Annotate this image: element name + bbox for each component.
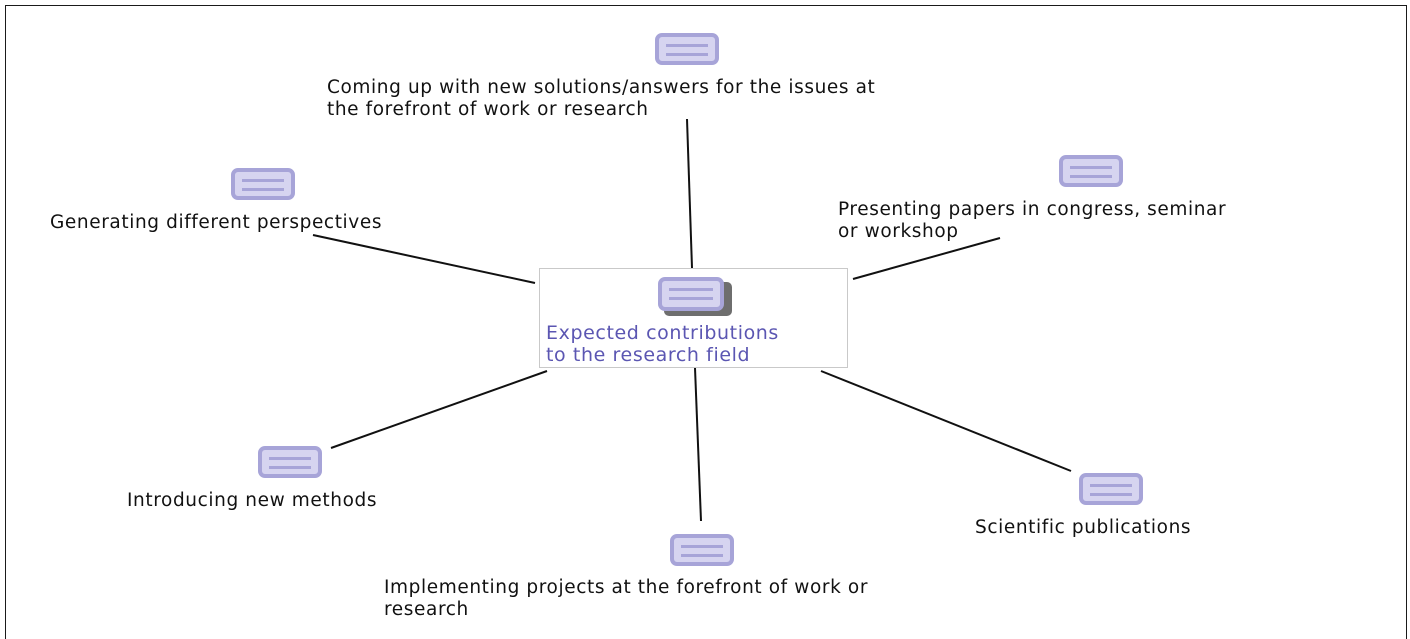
methods-note-icon[interactable]	[258, 446, 322, 478]
link-papers	[852, 237, 1001, 280]
projects-label-line-1: Implementing projects at the forefront o…	[384, 577, 869, 598]
perspectives-label-line-1: Generating different perspectives	[50, 212, 383, 233]
solutions-label-line-2: the forefront of work or research	[327, 99, 649, 120]
projects-label-line-2: research	[384, 599, 469, 620]
publications-label: Scientific publications	[975, 517, 1191, 539]
papers-label: Presenting papers in congress, seminar o…	[838, 199, 1226, 243]
center-label-line-2: to the research field	[546, 344, 751, 366]
center-note-icon	[658, 277, 724, 311]
diagram-frame	[5, 5, 1407, 639]
link-perspectives	[312, 234, 536, 284]
center-node-label[interactable]: Expected contributions to the research f…	[546, 322, 779, 366]
perspectives-note-icon[interactable]	[231, 168, 295, 200]
link-methods	[330, 370, 548, 449]
projects-note-icon[interactable]	[670, 534, 734, 566]
link-solutions	[686, 118, 693, 269]
link-publications	[820, 370, 1072, 472]
solutions-label: Coming up with new solutions/answers for…	[327, 77, 875, 121]
methods-label-line-1: Introducing new methods	[127, 490, 378, 511]
publications-note-icon[interactable]	[1079, 473, 1143, 505]
link-projects	[694, 367, 702, 522]
methods-label: Introducing new methods	[127, 490, 377, 512]
projects-label: Implementing projects at the forefront o…	[384, 577, 868, 621]
solutions-label-line-1: Coming up with new solutions/answers for…	[327, 77, 876, 98]
papers-label-line-2: or workshop	[838, 221, 959, 242]
solutions-note-icon[interactable]	[655, 33, 719, 65]
publications-label-line-1: Scientific publications	[975, 517, 1192, 538]
perspectives-label: Generating different perspectives	[50, 212, 382, 234]
center-label-line-1: Expected contributions	[546, 322, 779, 344]
papers-note-icon[interactable]	[1059, 155, 1123, 187]
papers-label-line-1: Presenting papers in congress, seminar	[838, 199, 1227, 220]
